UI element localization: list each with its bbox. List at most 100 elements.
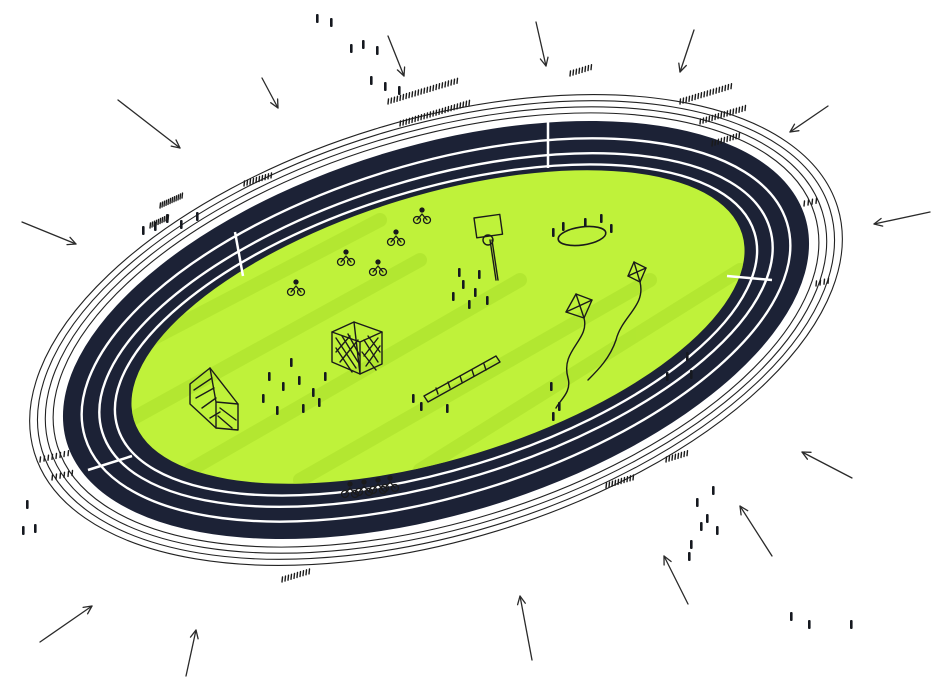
spectator-tick (698, 94, 699, 99)
spectator-tick (681, 453, 682, 458)
arrow-icon (262, 78, 278, 108)
person-icon (180, 220, 183, 229)
spectator-tick (448, 81, 449, 86)
spectator-tick (824, 279, 825, 284)
spectator-tick (686, 97, 687, 102)
spectator-tick (588, 66, 589, 71)
spectator-tick (633, 475, 634, 480)
spectator-tick (421, 115, 422, 120)
spectator-tick (725, 86, 726, 91)
arrow-icon (790, 106, 828, 132)
spectator-tick (268, 174, 269, 179)
spectator-tick (182, 193, 183, 198)
spectator-tick (152, 222, 153, 227)
arrow-icon (518, 596, 532, 660)
person-icon (318, 398, 321, 407)
person-icon (478, 270, 481, 279)
spectator-tick (687, 451, 688, 456)
person-icon (324, 372, 327, 381)
spectator-tick (300, 572, 301, 577)
spectator-tick (683, 98, 684, 103)
person-icon (474, 288, 477, 297)
spectator-tick (451, 106, 452, 111)
spectator-tick (669, 456, 670, 461)
arrow-icon (118, 100, 180, 148)
person-icon (706, 514, 709, 523)
spectator-tick (282, 577, 283, 582)
person-icon (562, 222, 565, 231)
spectator-tick (288, 575, 289, 580)
person-icon (384, 82, 387, 91)
spectator-tick (742, 106, 743, 111)
spectator-tick (739, 133, 740, 138)
spectator-tick (430, 112, 431, 117)
person-icon (716, 526, 719, 535)
spectator-tick (609, 482, 610, 487)
arrow-icon (40, 606, 92, 642)
spectator-tick (150, 223, 151, 228)
person-icon (666, 372, 669, 381)
spectator-tick (56, 474, 57, 479)
spectator-tick (178, 195, 179, 200)
spectator-tick (424, 88, 425, 93)
person-icon (34, 524, 37, 533)
spectator-tick (158, 219, 159, 224)
spectator-tick (433, 86, 434, 91)
person-icon (376, 46, 379, 55)
person-icon (362, 40, 365, 49)
spectator-tick (309, 569, 310, 574)
spectator-tick (704, 92, 705, 97)
person-icon (790, 612, 793, 621)
spectator-tick (733, 109, 734, 114)
spectator-tick (418, 116, 419, 121)
spectator-tick (627, 477, 628, 482)
spectator-tick (707, 91, 708, 96)
spectator-tick (469, 100, 470, 105)
arrow-icon (536, 22, 548, 66)
arrow-icon (679, 30, 694, 72)
spectator-tick (68, 471, 69, 476)
arrow-icon (22, 222, 76, 245)
person-icon (610, 224, 613, 233)
person-icon (420, 402, 423, 411)
spectator-tick (715, 140, 716, 145)
spectator-tick (808, 200, 809, 205)
spectator-tick (736, 134, 737, 139)
spectator-tick (615, 480, 616, 485)
person-icon (290, 358, 293, 367)
spectator-tick (812, 199, 813, 204)
spectator-tick (168, 215, 169, 220)
spectator-tick (727, 111, 728, 116)
spectator-tick (427, 87, 428, 92)
spectator-tick (168, 199, 169, 204)
spectator-tick (439, 84, 440, 89)
spectator-tick (430, 86, 431, 91)
spectator-tick (454, 105, 455, 110)
spectator-tick (170, 199, 171, 204)
person-icon (452, 292, 455, 301)
spectator-tick (156, 220, 157, 225)
spectator-tick (724, 112, 725, 117)
spectator-tick (706, 117, 707, 122)
person-icon (446, 404, 449, 413)
spectator-tick (166, 200, 167, 205)
spectator-tick (733, 135, 734, 140)
spectator-tick (64, 472, 65, 477)
person-icon (282, 382, 285, 391)
spectator-tick (606, 483, 607, 488)
spectator-tick (412, 117, 413, 122)
spectator-tick (247, 180, 248, 185)
spectator-tick (457, 104, 458, 109)
spectator-tick (391, 98, 392, 103)
spectator-tick (570, 71, 571, 76)
spectator-tick (52, 475, 53, 480)
spectator-tick (164, 201, 165, 206)
person-icon (468, 300, 471, 309)
spectator-tick (271, 173, 272, 178)
spectator-tick (180, 194, 181, 199)
spectator-tick (451, 80, 452, 85)
spectator-tick (454, 79, 455, 84)
spectator-tick (297, 573, 298, 578)
spectator-tick (291, 574, 292, 579)
arrow-icon (874, 212, 930, 226)
